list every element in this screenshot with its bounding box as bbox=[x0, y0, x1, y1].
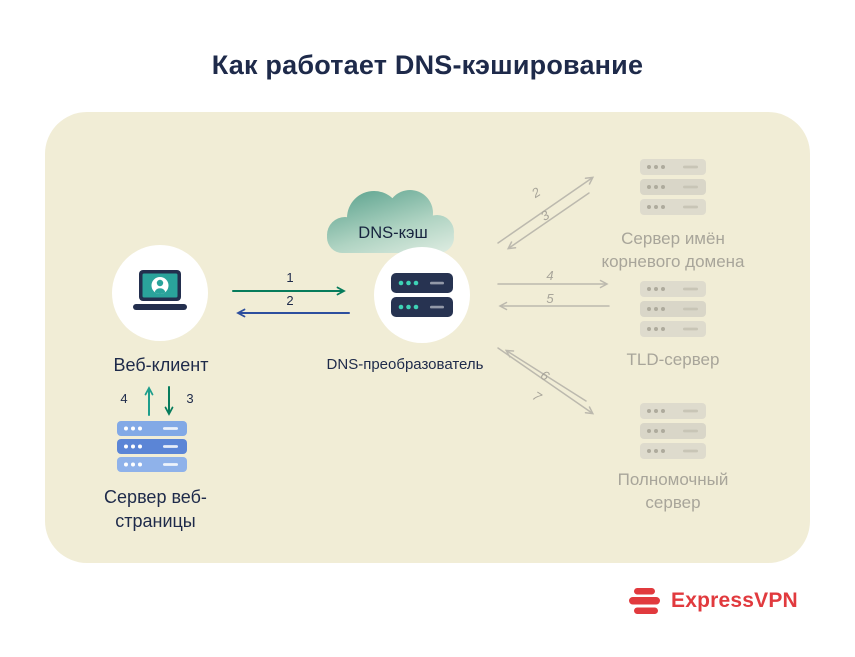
dns-cache-cloud bbox=[318, 180, 468, 275]
authoritative-server-icon bbox=[639, 403, 707, 464]
brand-logo: ExpressVPN bbox=[628, 586, 798, 616]
step-server-to-client: 4 bbox=[120, 391, 128, 406]
tld-server-icon bbox=[639, 281, 707, 342]
dark-server-icon bbox=[391, 273, 453, 317]
root-server-label: Сервер имён корневого домена bbox=[601, 229, 745, 271]
step-resolver-to-tld: 4 bbox=[546, 268, 554, 283]
root-server-icon bbox=[639, 159, 707, 220]
dns-resolver-label: DNS-преобразователь bbox=[326, 356, 484, 373]
cloud-icon bbox=[327, 190, 454, 253]
tld-server-label: TLD-сервер bbox=[626, 350, 720, 369]
authoritative-server-label: Полномочный сервер bbox=[617, 470, 729, 512]
expressvpn-icon bbox=[629, 588, 660, 614]
brand-name: ExpressVPN bbox=[671, 589, 798, 612]
web-page-server-label: Сервер веб-страницы bbox=[104, 487, 207, 531]
step-tld-to-resolver: 5 bbox=[546, 291, 554, 306]
dns-cache-label: DNS-кэш bbox=[358, 224, 428, 242]
laptop-icon bbox=[133, 270, 187, 310]
web-page-server-icon bbox=[116, 421, 188, 478]
step-resolver-to-client: 2 bbox=[286, 293, 294, 308]
web-client-node bbox=[112, 245, 208, 341]
step-client-to-resolver: 1 bbox=[286, 270, 294, 285]
dns-resolver-node bbox=[374, 247, 470, 343]
step-client-to-server: 3 bbox=[186, 391, 194, 406]
web-client-label: Веб-клиент bbox=[113, 355, 209, 375]
page-title: Как работает DNS-кэширование bbox=[211, 50, 644, 80]
